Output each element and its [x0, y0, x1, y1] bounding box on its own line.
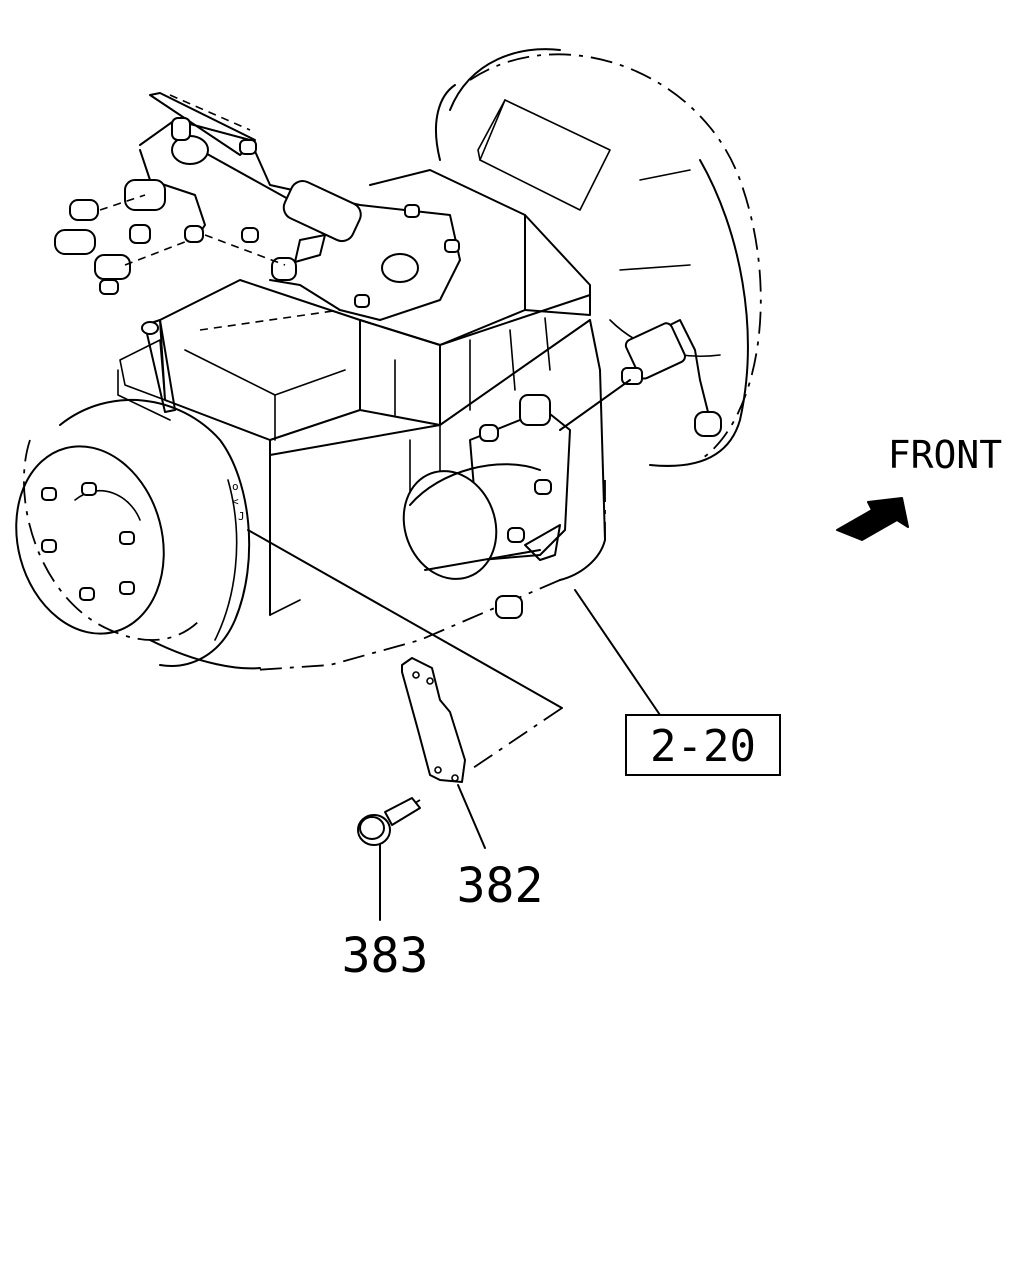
transmission-case — [254, 319, 606, 671]
svg-text:J: J — [238, 510, 245, 523]
front-label: FRONT — [888, 433, 1002, 477]
flange-studs — [41, 482, 135, 601]
drain-plug — [495, 595, 523, 619]
group-ref-label[interactable]: 2-20 — [650, 721, 756, 772]
svg-text:o: o — [232, 480, 239, 493]
svg-text:<: < — [232, 495, 239, 508]
part-number-383[interactable]: 383 — [342, 928, 429, 984]
shift-linkage — [54, 92, 461, 413]
front-arrow-icon — [836, 497, 909, 541]
transmission-assembly: o < J — [15, 48, 762, 671]
group-ref-callout[interactable]: 2-20 — [625, 714, 781, 776]
top-cover — [117, 169, 591, 456]
bell-housing — [434, 48, 762, 467]
bolt-383 — [357, 797, 421, 846]
bracket-382 — [401, 657, 466, 783]
front-indicator: FRONT — [836, 433, 1002, 541]
output-flange: o < J — [15, 398, 261, 670]
actuator — [402, 319, 722, 580]
part-number-382[interactable]: 382 — [457, 858, 544, 914]
group-ref-box — [625, 714, 781, 776]
